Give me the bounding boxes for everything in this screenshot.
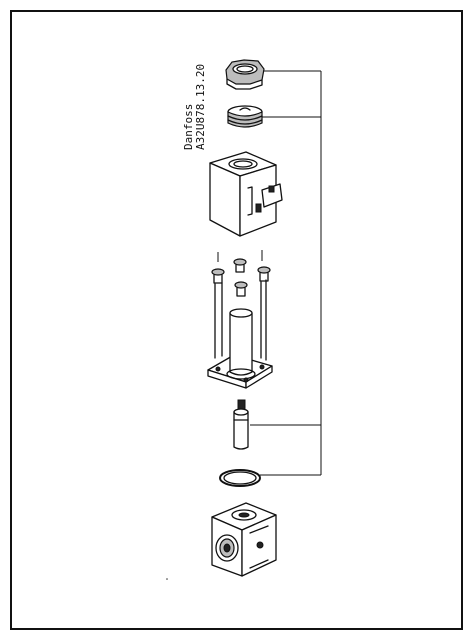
bracket-leaders	[250, 70, 322, 476]
screw	[234, 281, 248, 297]
screw	[211, 268, 225, 284]
valve-body	[211, 502, 277, 577]
o-ring	[219, 469, 261, 487]
stray-mark	[166, 578, 168, 580]
solenoid-coil	[209, 151, 283, 237]
locking-nut	[225, 59, 265, 90]
part-label: Danfoss A32U878.13.20	[182, 64, 207, 150]
armature-tube	[207, 279, 273, 389]
cover-cap	[227, 105, 263, 128]
screw-indicators	[217, 250, 263, 262]
plunger	[233, 399, 249, 450]
part-code-label: A32U878.13.20	[194, 64, 207, 150]
screw-set	[211, 258, 271, 297]
brand-label: Danfoss	[182, 104, 195, 150]
screw	[257, 266, 271, 282]
screw	[233, 258, 247, 273]
